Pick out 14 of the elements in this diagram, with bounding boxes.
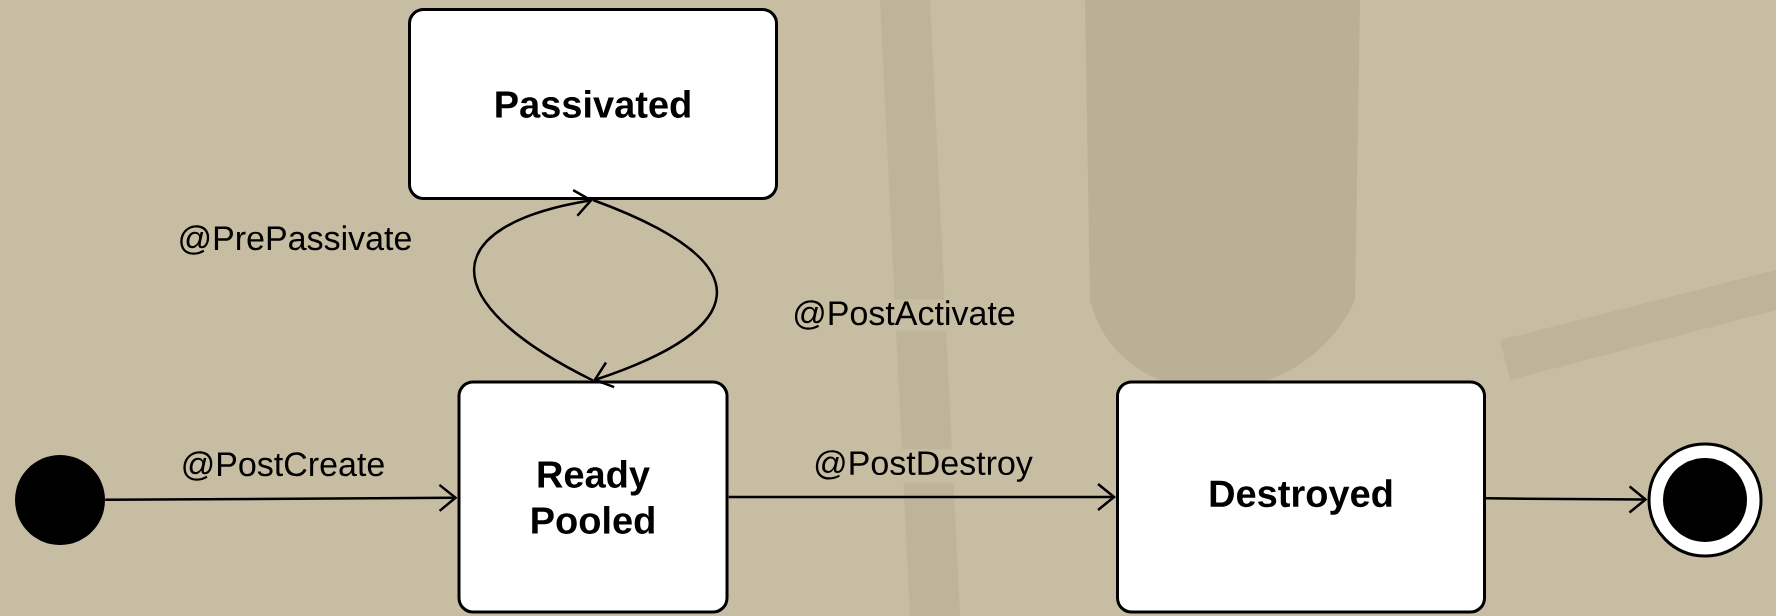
arrow [1486,485,1648,514]
arrow [105,483,458,512]
state-box: Passivated [408,8,778,200]
arrow [473,189,594,382]
arrow [728,483,1117,511]
edge-label: @PostDestroy [812,449,1034,483]
edge-label: @PrePassivate [176,224,414,256]
edge-label: @PostCreate [179,450,387,482]
initial-state [15,455,105,545]
state-box: Destroyed [1116,380,1486,614]
edge-label: @PostActivate [791,299,1017,331]
state-box: Ready Pooled [457,380,729,614]
arrow [592,198,718,389]
final-state [1647,442,1763,558]
